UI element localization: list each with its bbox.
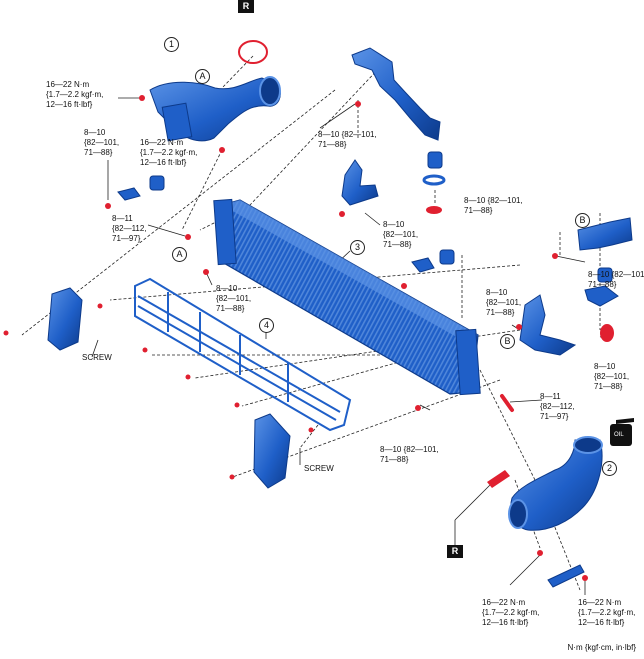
right-clip-bracket	[519, 294, 577, 356]
mount-rubber-left	[149, 175, 165, 191]
replace-badge-top: R	[238, 0, 254, 13]
upper-bracket-part	[351, 47, 441, 141]
fasteners	[3, 95, 614, 581]
torque-bracket-top: 8—10 {82—101, 71—88}	[318, 130, 377, 149]
units-legend: N·m {kgf·cm, in·lbf}	[567, 643, 636, 652]
callout-1: 1	[164, 37, 179, 52]
callout-3: 3	[350, 240, 365, 255]
replace-badge-bottom: R	[447, 545, 463, 558]
torque-left-cooler: 8—10 {82—101, 71—88}	[216, 284, 252, 313]
mount-rubber-right	[597, 267, 613, 283]
oil-label: OIL	[614, 432, 624, 438]
callout-b-lower: B	[500, 334, 515, 349]
side-duct-left	[47, 287, 83, 351]
side-duct-bottom	[253, 413, 291, 489]
mount-cup	[422, 174, 446, 186]
mount-rubber-upper	[427, 151, 443, 169]
torque-mid-clip: 8—10 {82—101, 71—88}	[383, 220, 419, 249]
torque-811-right: 8—11 {82—112, 71—97}	[540, 392, 575, 421]
grille-part	[134, 277, 352, 432]
torque-right-clip: 8—10 {82—101, 71—88}	[486, 288, 522, 317]
clip-mid	[411, 257, 435, 273]
hose-clamp	[547, 564, 585, 588]
outlet-hose-part	[508, 436, 603, 531]
o-ring-lower	[487, 470, 510, 488]
screw-label-left: SCREW	[82, 353, 112, 362]
torque-outlet-a: 16—22 N·m {1.7—2.2 kgf·m, 12—16 ft·lbf}	[482, 598, 540, 627]
callout-2: 2	[602, 461, 617, 476]
screw-label-bottom: SCREW	[304, 464, 334, 473]
mount-rubber-mid	[439, 249, 455, 265]
torque-bottom-center: 8—10 {82—101, 71—88}	[380, 445, 439, 464]
torque-811-left: 8—11 {82—112, 71—97}	[112, 214, 147, 243]
right-bracket-upper	[577, 217, 633, 251]
bolt-811-right	[500, 394, 514, 412]
intercooler-core-part	[213, 198, 481, 396]
middle-bracket-part	[341, 159, 379, 206]
torque-right-lower: 8—10 {82—101, 71—88}	[594, 362, 630, 391]
torque-bracket-cup: 8—10 {82—101, 71—88}	[464, 196, 523, 215]
callout-4: 4	[259, 318, 274, 333]
torque-right-upper: 8—10 {82—101, 71—88}	[588, 270, 644, 289]
oil-can-icon	[610, 418, 634, 446]
callout-b-upper: B	[575, 213, 590, 228]
callout-a-upper: A	[195, 69, 210, 84]
torque-inlet-left: 16—22 N·m {1.7—2.2 kgf·m, 12—16 ft·lbf}	[46, 80, 104, 109]
clip-left	[117, 187, 141, 201]
torque-inlet-mid: 16—22 N·m {1.7—2.2 kgf·m, 12—16 ft·lbf}	[140, 138, 198, 167]
torque-outlet-b: 16—22 N·m {1.7—2.2 kgf·m, 12—16 ft·lbf}	[578, 598, 636, 627]
callout-a-lower: A	[172, 247, 187, 262]
o-ring-upper	[238, 40, 268, 64]
right-bracket-plate	[584, 285, 619, 307]
inlet-hose-part	[149, 76, 281, 142]
torque-left-bolt: 8—10 {82—101, 71—88}	[84, 128, 120, 157]
